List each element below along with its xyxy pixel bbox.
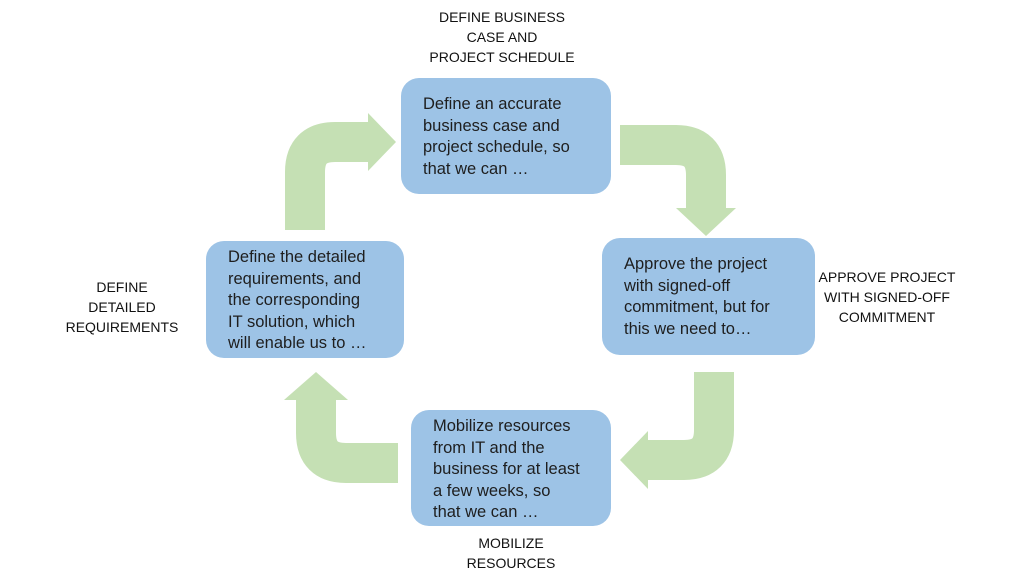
arrow-head-4 — [368, 113, 396, 171]
arrow-head-1 — [676, 208, 736, 236]
arrow-3-to-4 — [296, 398, 398, 483]
step-approve-project: Approve the project with signed-off comm… — [602, 238, 815, 355]
arrow-1-to-2 — [620, 125, 726, 210]
label-approve-project: APPROVE PROJECT WITH SIGNED-OFF COMMITME… — [818, 269, 956, 325]
arrow-head-3 — [284, 372, 348, 400]
arrow-2-to-3 — [646, 372, 734, 480]
label-define-requirements: DEFINE DETAILED REQUIREMENTS — [65, 279, 179, 335]
arrow-4-to-1 — [285, 122, 370, 230]
step-define-business-case: Define an accurate business case and pro… — [401, 78, 611, 194]
label-mobilize-resources: MOBILIZE RESOURCES — [466, 535, 556, 571]
arrow-head-2 — [620, 431, 648, 489]
step-define-requirements: Define the detailed requirements, and th… — [206, 241, 404, 358]
step-mobilize-resources: Mobilize resources from IT and the busin… — [411, 410, 611, 526]
label-define-business-case: DEFINE BUSINESS CASE AND PROJECT SCHEDUL… — [429, 9, 575, 65]
